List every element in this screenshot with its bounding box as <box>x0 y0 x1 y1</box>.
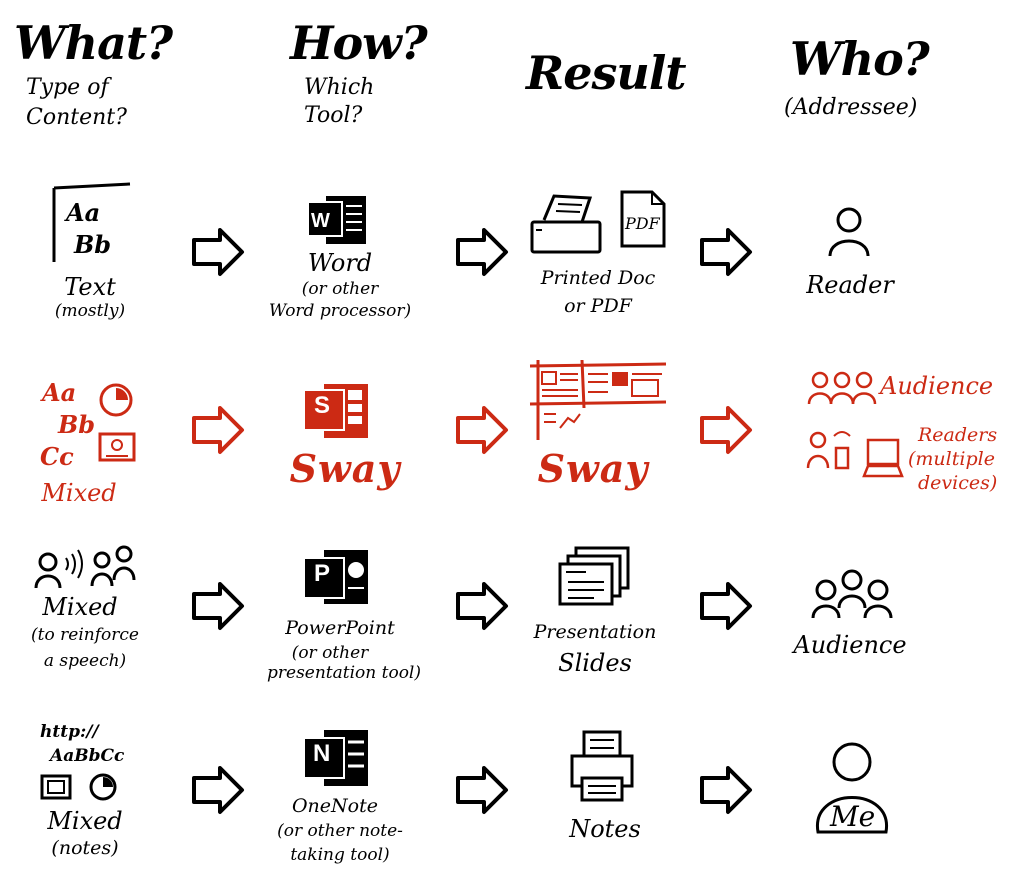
row4-http: http:// <box>40 722 99 742</box>
row1-tool-sub-2: Word processor) <box>268 301 412 321</box>
group-icon <box>807 371 877 405</box>
header-how-sub-1: Which <box>304 75 375 100</box>
arrow-right-icon <box>456 228 508 276</box>
row2-content-label: Mixed <box>41 479 117 507</box>
row3-content-sub-2: a speech) <box>43 651 127 671</box>
person-icon <box>828 207 870 257</box>
row4-aabbcc: AaBbCc <box>50 746 125 766</box>
pdf-icon-text: PDF <box>625 214 660 233</box>
row4-addressee-label: Me <box>830 800 876 833</box>
arrow-right-icon <box>700 582 752 630</box>
row2-bb: Bb <box>58 410 96 439</box>
powerpoint-icon-letter: P <box>314 560 331 587</box>
group-icon <box>811 569 893 619</box>
text-page-icon <box>52 182 131 262</box>
sway-layout-icon <box>529 359 667 440</box>
row3-result-label-2: Slides <box>558 649 632 677</box>
header-result-title: Result <box>526 46 687 100</box>
row4-tool-sub-2: taking tool) <box>290 845 390 865</box>
row2-result-label: Sway <box>537 446 649 491</box>
row3-result-label-1: Presentation <box>533 621 657 643</box>
arrow-right-icon <box>192 582 244 630</box>
row1-bb: Bb <box>74 230 112 259</box>
row3-addressee-label: Audience <box>793 631 907 659</box>
row3-tool-sub-2: presentation tool) <box>267 663 421 683</box>
row1-aa: Aa <box>66 198 101 227</box>
onenote-icon-letter: N <box>313 740 331 767</box>
printer-icon <box>530 194 602 254</box>
arrow-right-icon <box>456 582 508 630</box>
row1-tool-sub-1: (or other <box>301 279 379 299</box>
row1-content-sub: (mostly) <box>54 301 126 321</box>
arrow-right-icon <box>700 228 752 276</box>
phone-icon <box>806 431 851 470</box>
notes-printer-icon <box>570 730 634 802</box>
row2-addressee-label-2-3: devices) <box>918 472 998 494</box>
image-icon <box>98 432 136 462</box>
image-icon <box>40 774 72 800</box>
header-how-title: How? <box>290 16 428 70</box>
arrow-right-icon <box>192 228 244 276</box>
row3-tool-label: PowerPoint <box>285 617 395 639</box>
arrow-right-icon <box>456 766 508 814</box>
row4-content-sub: (notes) <box>51 837 119 859</box>
word-icon <box>307 196 366 244</box>
row2-tool-label: Sway <box>289 446 401 491</box>
clock-icon <box>99 383 133 417</box>
header-what-sub-2: Content? <box>26 105 127 130</box>
arrow-right-icon <box>700 406 752 454</box>
header-how-sub-2: Tool? <box>304 103 363 128</box>
sway-icon-letter: S <box>314 392 331 419</box>
pdf-icon <box>620 190 666 248</box>
header-what-title: What? <box>14 16 173 70</box>
arrow-right-icon <box>700 766 752 814</box>
slides-icon <box>558 546 630 606</box>
row1-result-label-1: Printed Doc <box>540 267 656 289</box>
clock-icon <box>89 773 117 801</box>
row3-content-sub-1: (to reinforce <box>31 625 139 645</box>
me-icon <box>816 742 888 834</box>
arrow-right-icon <box>192 766 244 814</box>
speaker-audience-icon <box>34 545 136 589</box>
sway-icon <box>303 384 368 438</box>
onenote-icon <box>303 730 368 786</box>
arrow-right-icon <box>192 406 244 454</box>
laptop-icon <box>862 438 904 478</box>
word-icon-letter: W <box>311 210 330 232</box>
header-what-sub-1: Type of <box>26 75 109 100</box>
row1-content-label: Text <box>64 273 116 301</box>
row3-tool-sub-1: (or other <box>291 643 369 663</box>
row2-addressee-label-2-2: (multiple <box>908 448 995 470</box>
row1-addressee-label: Reader <box>806 271 894 299</box>
row2-cc: Cc <box>40 442 74 471</box>
row3-content-label: Mixed <box>42 593 118 621</box>
row2-aa: Aa <box>42 378 77 407</box>
header-who-sub: (Addressee) <box>784 95 918 120</box>
header-who-title: Who? <box>790 32 930 86</box>
row4-tool-sub-1: (or other note- <box>277 821 403 841</box>
powerpoint-icon <box>303 550 368 604</box>
row1-tool-label: Word <box>307 249 373 277</box>
row1-result-label-2: or PDF <box>564 295 632 317</box>
row2-addressee-label-1: Audience <box>880 372 994 400</box>
row4-result-label: Notes <box>569 815 641 843</box>
row4-tool-label: OneNote <box>291 795 378 817</box>
arrow-right-icon <box>456 406 508 454</box>
row4-content-label: Mixed <box>47 807 123 835</box>
row2-addressee-label-2-1: Readers <box>918 424 998 446</box>
